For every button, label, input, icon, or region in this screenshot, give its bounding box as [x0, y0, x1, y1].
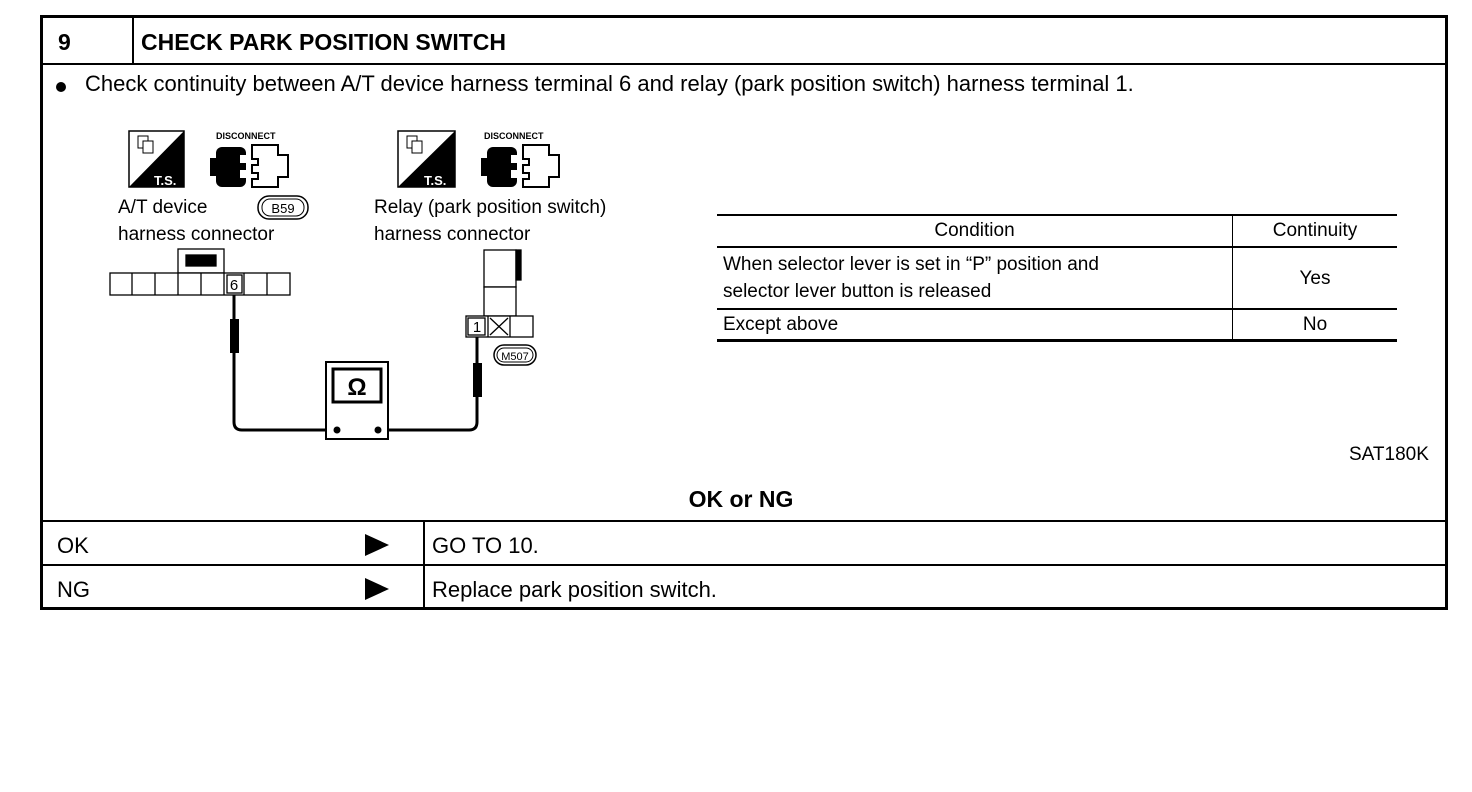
header-divider	[132, 18, 134, 65]
condition-text-line1: When selector lever is set in “P” positi…	[723, 254, 1099, 275]
step-header: 9 CHECK PARK POSITION SWITCH	[43, 18, 1445, 65]
result-divider	[423, 522, 425, 564]
disconnect-icon-left: DISCONNECT	[210, 131, 289, 188]
result-action-ok: GO TO 10.	[432, 533, 539, 558]
ts-label-right: T.S.	[424, 173, 446, 188]
table-row: Except above No	[717, 309, 1397, 342]
step-number: 9	[58, 29, 71, 55]
result-action-ng: Replace park position switch.	[432, 577, 717, 602]
result-label-ng: NG	[57, 577, 90, 602]
inspection-step-frame: 9 CHECK PARK POSITION SWITCH	[40, 15, 1448, 610]
condition-table: Condition Continuity When selector lever…	[717, 214, 1397, 342]
disconnect-label-left: DISCONNECT	[216, 131, 276, 141]
right-terminal-number: 1	[473, 319, 481, 336]
condition-cell: Except above	[717, 309, 1233, 342]
right-connector-name-line1: Relay (park position switch)	[374, 197, 606, 218]
continuity-cell: No	[1232, 309, 1397, 342]
bullet-icon	[56, 82, 66, 92]
condition-text-line2: selector lever button is released	[723, 281, 992, 302]
ts-label-left: T.S.	[154, 173, 176, 188]
ohm-symbol: Ω	[347, 374, 366, 401]
arrow-right-icon	[365, 578, 389, 600]
table-row: When selector lever is set in “P” positi…	[717, 247, 1397, 310]
arrow-right-icon	[365, 534, 389, 556]
left-connector-id: B59	[271, 201, 294, 216]
right-connector-id: M507	[501, 351, 529, 363]
left-connector-face	[109, 248, 291, 296]
condition-cell: When selector lever is set in “P” positi…	[717, 247, 1233, 310]
ok-ng-question: OK or NG	[688, 486, 794, 512]
ts-tool-icon-left: T.S.	[128, 130, 185, 188]
step-title: CHECK PARK POSITION SWITCH	[141, 29, 507, 55]
condition-header: Condition	[717, 214, 1233, 248]
disconnect-icon-right: DISCONNECT	[481, 131, 560, 188]
ts-tool-icon-right: T.S.	[397, 130, 456, 188]
continuity-header: Continuity	[1232, 214, 1397, 248]
result-row-ok: OK GO TO 10.	[40, 520, 1448, 564]
continuity-cell: Yes	[1232, 247, 1397, 310]
left-terminal-number: 6	[230, 277, 238, 294]
disconnect-label-right: DISCONNECT	[484, 131, 544, 141]
right-connector-id-badge: M507	[493, 344, 537, 366]
ohmmeter-icon: Ω	[325, 361, 389, 440]
right-connector-name-line2: harness connector	[374, 224, 531, 245]
wiring-diagram: T.S. DISCONNECT T.S. DISCONNECT A/T devi…	[109, 130, 606, 440]
result-divider	[423, 566, 425, 608]
figure-id: SAT180K	[1349, 444, 1429, 465]
left-connector-name-line1: A/T device	[118, 197, 207, 218]
result-row-ng: NG Replace park position switch.	[40, 564, 1448, 608]
right-connector-face	[465, 249, 534, 338]
left-probe-tip	[230, 319, 239, 353]
probe-leads	[232, 295, 479, 432]
result-label-ok: OK	[57, 533, 89, 558]
right-probe-tip	[473, 363, 482, 397]
left-connector-name-line2: harness connector	[118, 224, 275, 245]
left-connector-id-badge: B59	[257, 195, 309, 220]
instruction-text: Check continuity between A/T device harn…	[85, 71, 1134, 96]
